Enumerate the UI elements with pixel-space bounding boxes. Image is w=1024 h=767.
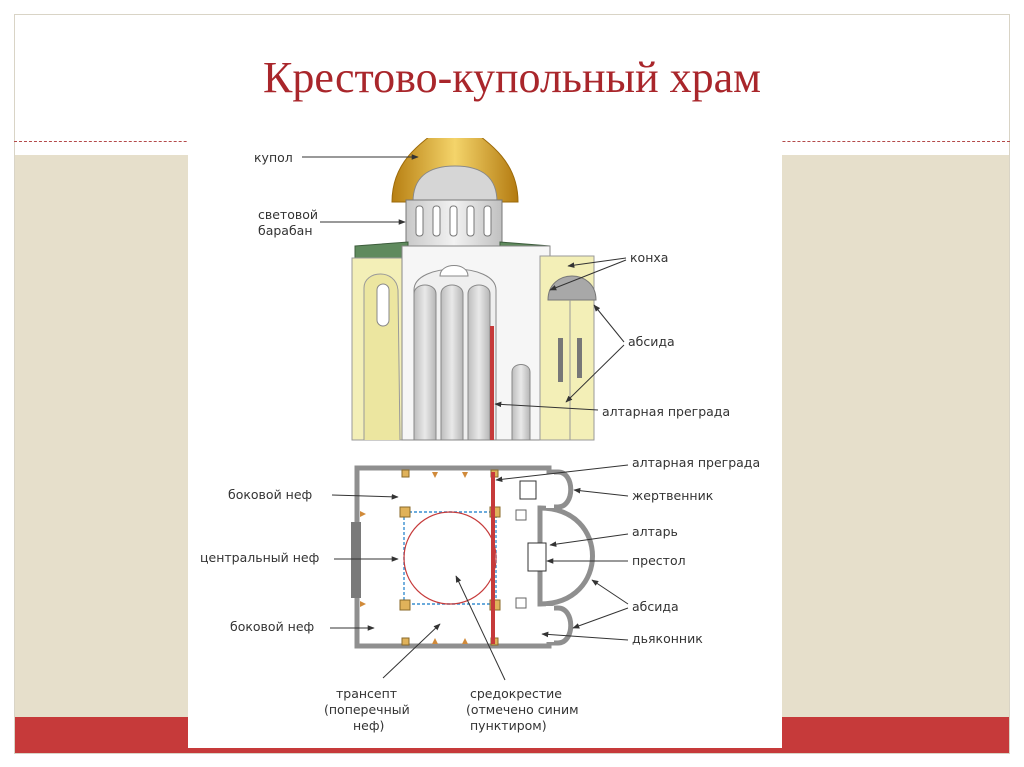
- arch-window: [439, 265, 469, 277]
- label-pregrada-plan: алтарная преграда: [632, 455, 760, 470]
- arrow-sredokrestie: [455, 575, 506, 681]
- crossing-dome-circle: [403, 511, 497, 605]
- label-transept-3: неф): [353, 718, 384, 733]
- label-koncha: конха: [630, 250, 668, 265]
- arrow-absida-2: [565, 344, 625, 403]
- label-transept-2: (поперечный: [324, 702, 410, 717]
- plan-entrance: [351, 522, 361, 598]
- arrow-dyakonnik: [541, 631, 629, 641]
- label-svetovoy: световой: [258, 207, 318, 222]
- label-zhertvennik: жертвенник: [632, 488, 714, 503]
- drum-windows: [415, 205, 492, 237]
- arrow-absida-plan-1: [591, 579, 629, 605]
- label-bokovoy-nef-bottom: боковой неф: [230, 619, 314, 634]
- columns: [413, 284, 531, 441]
- apse-pier-2: [515, 597, 527, 609]
- apse-join-2: [546, 606, 554, 642]
- arrow-bokovoy-top: [331, 494, 399, 500]
- arrow-altar: [549, 533, 629, 547]
- left-side-panel: [15, 155, 188, 717]
- apse-window-1: [558, 338, 563, 382]
- temple-diagram: купол световой барабан конха абсида алта…: [188, 138, 782, 748]
- apse-south: [546, 605, 574, 646]
- page-title: Крестово-купольный храм: [262, 53, 762, 102]
- left-arch-recess: [363, 273, 401, 441]
- slide-frame: [14, 14, 1010, 754]
- label-sredokrestie-2: (отмечено синим: [466, 702, 579, 717]
- altar-barrier-plan: [491, 472, 495, 644]
- label-absida-plan: абсида: [632, 599, 679, 614]
- arrow-transept: [382, 623, 441, 679]
- arrow-absida-1: [593, 304, 625, 343]
- arrow-koncha-1: [567, 257, 627, 268]
- label-sredokrestie: средокрестие: [470, 686, 562, 701]
- label-pregrada-top: алтарная преграда: [602, 404, 730, 419]
- label-altar: алтарь: [632, 524, 678, 539]
- elevation-drawing: [351, 138, 597, 441]
- arrow-pregrada-top: [494, 401, 599, 411]
- label-baraban: барабан: [258, 223, 313, 238]
- plan-drawing: [351, 465, 595, 649]
- label-dyakonnik: дьяконник: [632, 631, 703, 646]
- label-absida-top: абсида: [628, 334, 675, 349]
- right-side-panel: [782, 155, 1009, 717]
- label-prestol: престол: [632, 553, 686, 568]
- altar-barrier-elevation: [490, 326, 494, 440]
- arrow-absida-plan-2: [572, 607, 629, 629]
- label-bokovoy-nef-top: боковой неф: [228, 487, 312, 502]
- label-transept: трансепт: [336, 686, 397, 701]
- left-window: [376, 283, 390, 327]
- arrow-koncha-2: [549, 259, 627, 291]
- zhertvennik-table: [519, 480, 537, 500]
- arrow-zhertvennik: [573, 487, 629, 497]
- apse-window-2: [577, 338, 582, 378]
- prestol-table: [527, 542, 547, 572]
- label-kupol: купол: [254, 150, 293, 165]
- apse-central: [537, 505, 595, 607]
- label-sredokrestie-3: пунктиром): [470, 718, 547, 733]
- label-centralny-nef: центральный неф: [200, 550, 319, 565]
- apse-join-1: [546, 474, 554, 508]
- inner-dome: [412, 165, 498, 203]
- apse-pier-1: [515, 509, 527, 521]
- pilasters: [360, 472, 468, 644]
- arrow-pregrada-plan: [495, 464, 629, 483]
